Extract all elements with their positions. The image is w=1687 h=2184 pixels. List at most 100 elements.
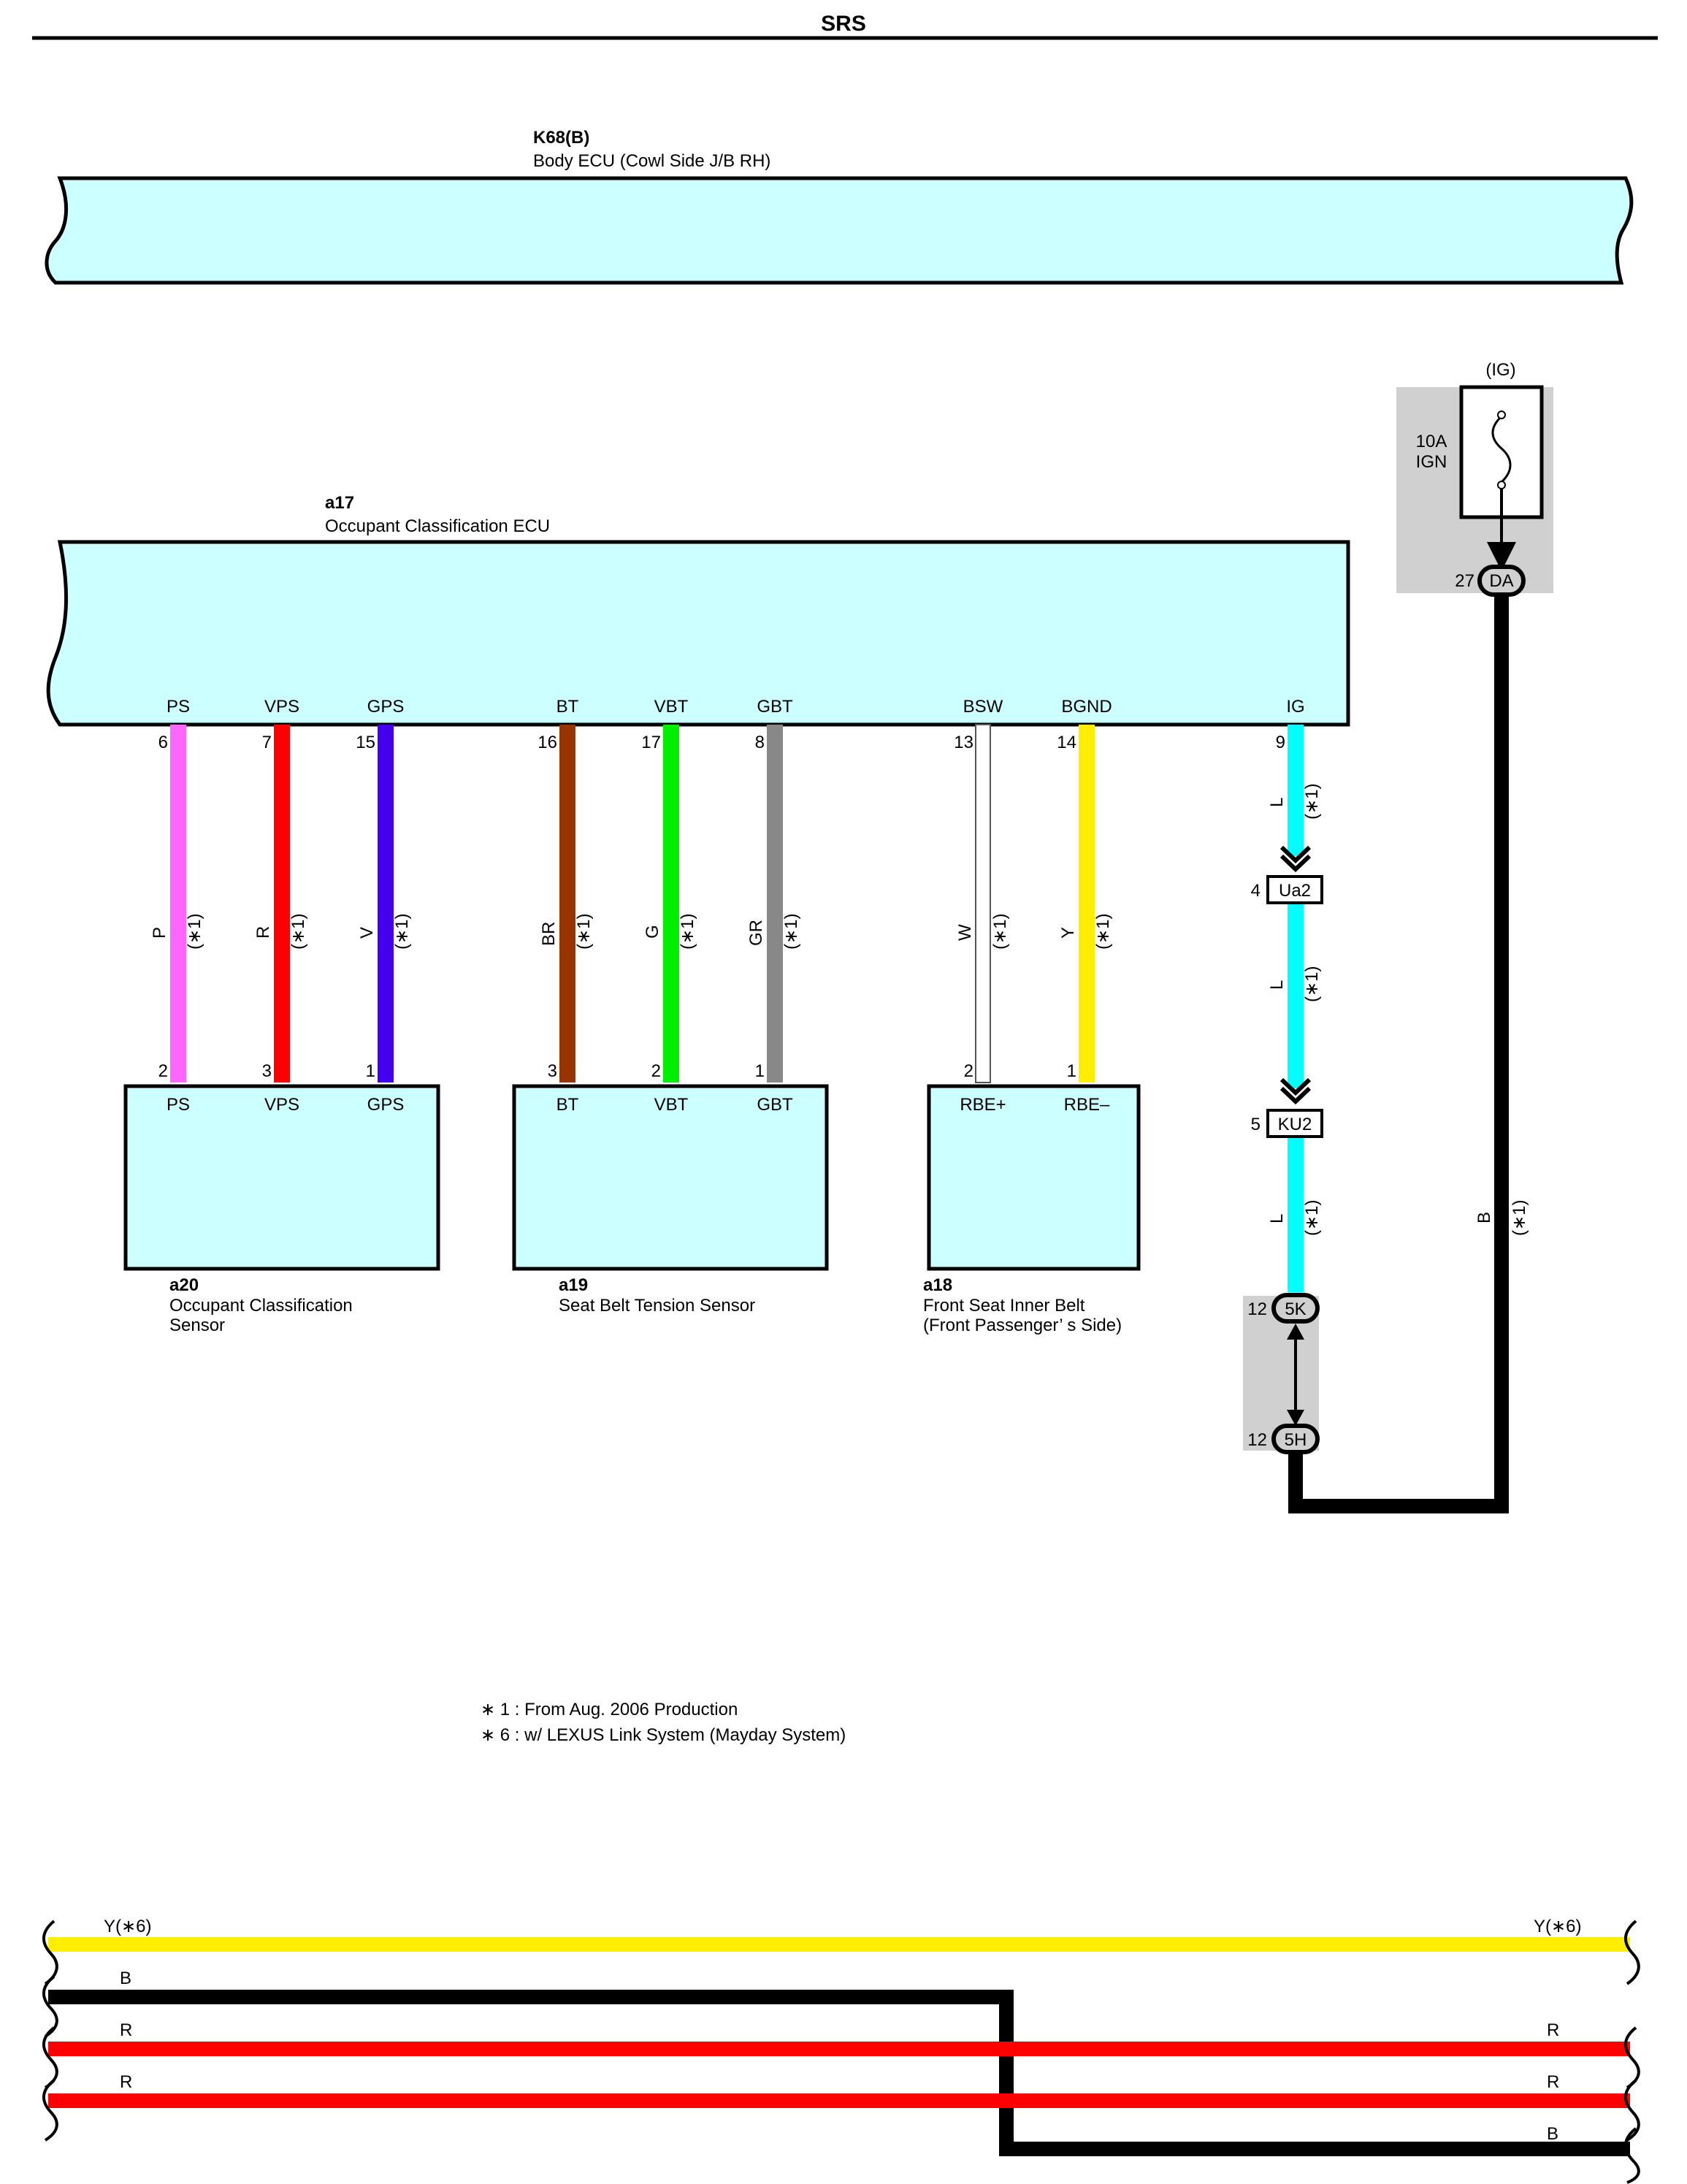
wire-note-gr: (∗1) [781, 914, 801, 950]
note-6: ∗ 6 : w/ LEXUS Link System (Mayday Syste… [481, 1725, 846, 1745]
wire-note-l2: (∗1) [1302, 966, 1322, 1002]
connector-5k-pin: 12 [1247, 1299, 1267, 1319]
ecu-terminal-ps: PS [167, 697, 190, 717]
wire-color-labels: P (∗1) R (∗1) V (∗1) BR (∗1) G (∗1) GR (… [150, 784, 1529, 1236]
a18-terminal-rbe-plus: RBE+ [960, 1095, 1006, 1115]
wire-label-l2: L [1267, 980, 1287, 990]
sensor-a19-box [512, 1084, 829, 1271]
ecu-pin-bsw: 13 [954, 733, 973, 752]
fuse-terminal-bottom [1497, 481, 1506, 489]
ecu-pin-vbt: 17 [641, 733, 661, 752]
wire-bgnd [1079, 725, 1095, 1083]
bus-left-label-r2: R [120, 2072, 132, 2092]
wire-ig-2 [1288, 904, 1304, 1088]
note-1: ∗ 1 : From Aug. 2006 Production [481, 1700, 738, 1719]
wire-gps [378, 725, 394, 1083]
bus-right-label-b: B [1547, 2124, 1558, 2144]
junction-ku2 [1266, 1109, 1323, 1138]
bus-right-label-y: Y(∗6) [1534, 1917, 1581, 1936]
junction-ua2-pin: 4 [1251, 881, 1261, 901]
a20-code: a20 [169, 1275, 199, 1295]
wire-label-w: W [955, 924, 975, 941]
a20-terminal-vps: VPS [264, 1095, 299, 1115]
occupant-ecu-box [46, 540, 1350, 727]
a20-pin-vps: 3 [262, 1061, 272, 1081]
body-ecu-name: Body ECU (Cowl Side J/B RH) [533, 151, 770, 171]
ecu-pin-ig: 9 [1276, 733, 1285, 752]
a20-terminal-ps: PS [167, 1095, 190, 1115]
ecu-pin-vps: 7 [262, 733, 272, 752]
wire-b-ig [1288, 593, 1509, 1513]
connector-5h-label: 5H [1285, 1430, 1307, 1450]
wire-label-b: B [1474, 1212, 1494, 1223]
fuse-icon [1491, 415, 1512, 484]
connector-5k [1271, 1293, 1320, 1324]
bus-wire-b [48, 1990, 1630, 2156]
wire-bt [559, 725, 575, 1083]
a18-code: a18 [923, 1275, 952, 1295]
a18-name-line2: (Front Passenger’ s Side) [923, 1316, 1122, 1335]
link-arrow-up-icon [1287, 1324, 1304, 1340]
ku2-chevron-icon [1279, 1077, 1312, 1105]
connector-5h-pin: 12 [1247, 1430, 1267, 1450]
a18-terminal-rbe-minus: RBE– [1064, 1095, 1110, 1115]
body-ecu-code: K68(B) [533, 128, 589, 148]
ecu-terminal-bgnd: BGND [1061, 697, 1112, 717]
a18-pin-rbe-plus: 2 [964, 1061, 973, 1081]
page-title: SRS [821, 12, 866, 36]
sensor-a18-box [927, 1084, 1141, 1271]
wire-note-p: (∗1) [185, 914, 204, 950]
wire-note-w: (∗1) [990, 914, 1010, 950]
ecu-pin-ps: 6 [158, 733, 168, 752]
ua2-chevron-icon [1279, 845, 1312, 873]
a19-code: a19 [559, 1275, 588, 1295]
wire-note-g: (∗1) [678, 914, 697, 950]
wire-label-v: V [357, 927, 377, 939]
wire-bsw [975, 724, 991, 1083]
body-ecu-box [45, 176, 1634, 285]
wire-label-l3: L [1267, 1214, 1287, 1223]
junction-ku2-label: KU2 [1278, 1115, 1312, 1134]
ecu-terminal-gps: GPS [367, 697, 405, 717]
ecu-pin-gbt: 8 [755, 733, 765, 752]
wire-label-br: BR [539, 922, 559, 946]
wire-note-r: (∗1) [288, 914, 308, 950]
junction-ku2-pin: 5 [1251, 1115, 1261, 1134]
wire-note-v: (∗1) [392, 914, 412, 950]
a20-terminal-gps: GPS [367, 1095, 405, 1115]
a20-name-line2: Sensor [169, 1316, 225, 1335]
occupant-ecu-terminals: PS VPS GPS BT VBT GBT BSW BGND IG 6 7 15… [158, 697, 1305, 752]
bus-right-label-r1: R [1547, 2020, 1559, 2040]
wire-ig-1 [1288, 725, 1304, 856]
a18-pin-rbe-minus: 1 [1067, 1061, 1076, 1081]
a20-pin-ps: 2 [158, 1061, 168, 1081]
fuse-group: (IG) [1485, 360, 1515, 380]
wire-ps [170, 725, 186, 1083]
wire-vbt [663, 725, 679, 1083]
ecu-terminal-vbt: VBT [654, 697, 689, 717]
ecu-terminal-bsw: BSW [963, 697, 1003, 717]
ecu-pin-bgnd: 14 [1057, 733, 1076, 752]
a19-name-line1: Seat Belt Tension Sensor [559, 1296, 755, 1316]
wire-note-br: (∗1) [574, 914, 594, 950]
junction-ua2-label: Ua2 [1279, 881, 1311, 901]
fuse-terminal-top [1497, 411, 1506, 419]
wire-label-y: Y [1058, 927, 1078, 939]
a19-terminal-vbt: VBT [654, 1095, 689, 1115]
fuse-name: IGN [1416, 452, 1447, 472]
a19-terminal-gbt: GBT [757, 1095, 793, 1115]
ecu-terminal-gbt: GBT [757, 697, 793, 717]
junction-ua2 [1266, 875, 1323, 904]
a19-pin-bt: 3 [548, 1061, 557, 1081]
bus-wires [42, 1920, 1640, 2184]
bus-right-label-r2: R [1547, 2072, 1559, 2092]
occupant-ecu-name: Occupant Classification ECU [325, 516, 550, 536]
bus-left-label-b: B [120, 1969, 131, 1988]
connector-5k-label: 5K [1285, 1299, 1306, 1319]
ecu-terminal-vps: VPS [264, 697, 299, 717]
a19-pin-vbt: 2 [651, 1061, 661, 1081]
link-arrow-down-icon [1287, 1410, 1304, 1426]
a19-terminal-bt: BT [556, 1095, 579, 1115]
wire-ig-3 [1288, 1137, 1304, 1292]
wire-gbt [767, 725, 783, 1083]
